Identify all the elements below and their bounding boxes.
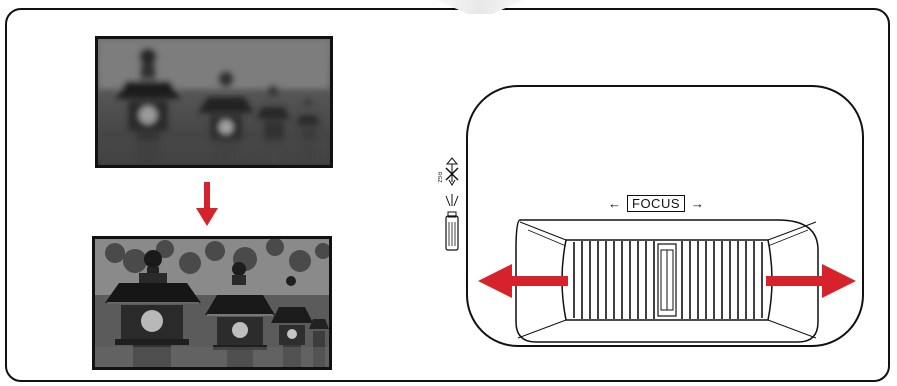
down-arrow-icon [196,182,218,231]
focus-label: FOCUS [627,195,685,212]
turn-left-arrow-icon [478,264,568,298]
blurry-photo [95,36,333,168]
arrow-right-icon: → [691,196,704,211]
turn-right-arrow-icon [766,264,856,298]
focus-label-row: ← FOCUS → [608,195,704,212]
sharp-photo [92,236,332,370]
arrow-left-icon: ← [608,196,621,211]
focus-ring[interactable] [478,210,868,350]
side-label: RGZ [436,172,442,183]
focus-icons-column: RGZ [436,154,464,254]
instruction-frame [5,8,890,382]
